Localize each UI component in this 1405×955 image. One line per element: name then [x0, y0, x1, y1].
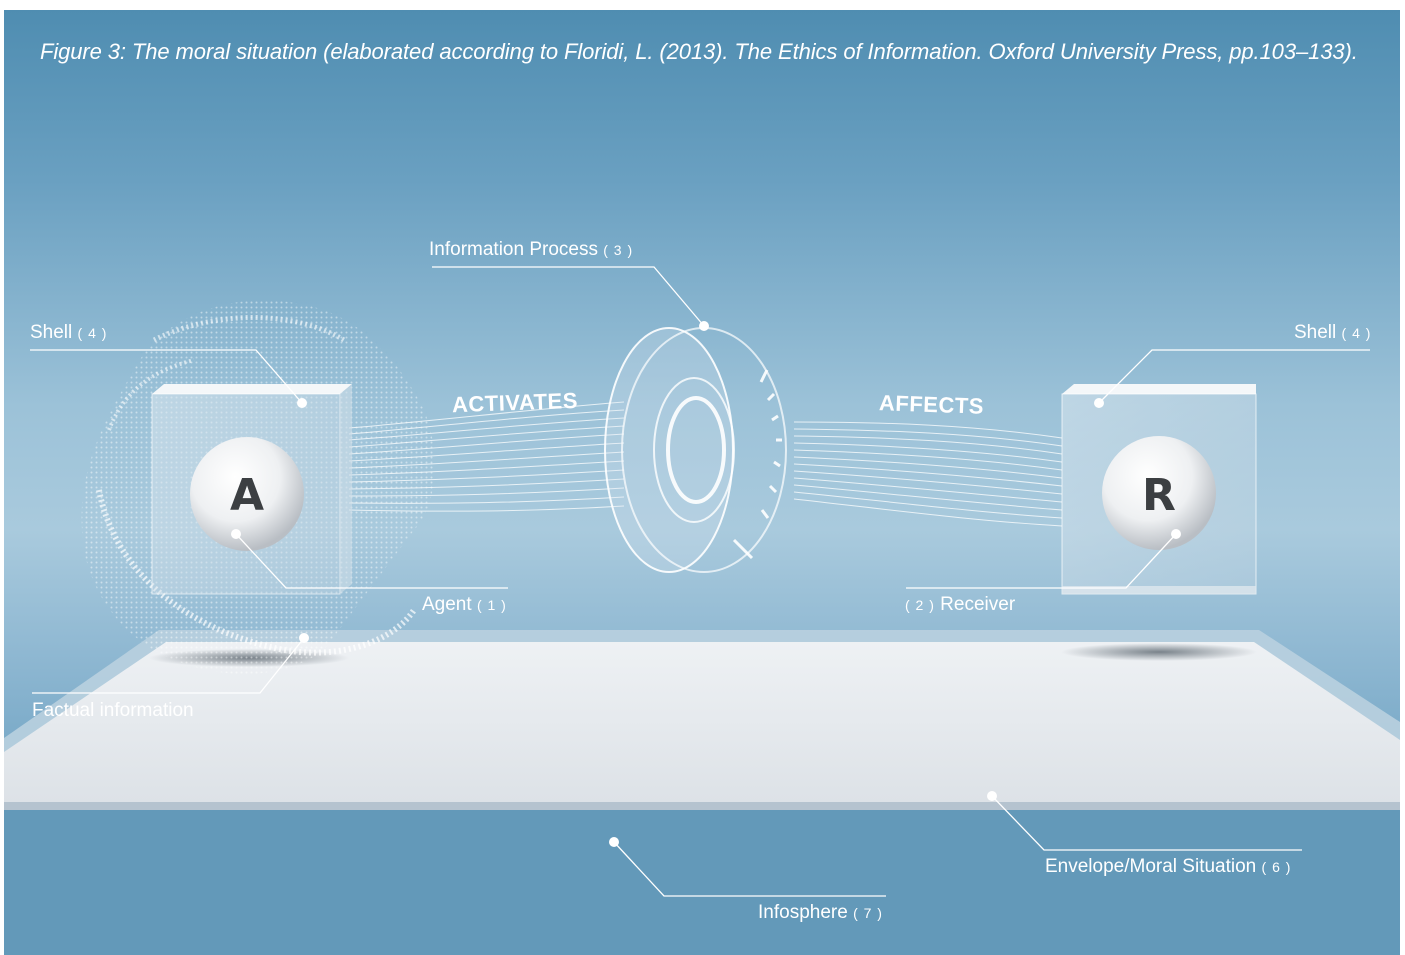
agent-sphere-letter: A — [230, 470, 264, 521]
information-process-label: Information Process ( 3 ) — [429, 239, 633, 261]
agent-sphere — [190, 437, 304, 551]
agent-text: Agent — [422, 594, 472, 615]
factual-information-label: Factual information — [32, 700, 194, 722]
figure-caption: Figure 3: The moral situation (elaborate… — [40, 39, 1358, 64]
affects-label: AFFECTS — [878, 390, 985, 419]
affects-flow-lines — [793, 421, 1063, 527]
leader-lines — [30, 266, 1370, 897]
shell-right-label: Shell ( 4 ) — [1294, 322, 1371, 344]
shell-left-text: Shell — [30, 322, 73, 343]
information-process-ring — [604, 327, 787, 573]
agent-number: ( 1 ) — [476, 597, 507, 613]
envelope-platform-front — [4, 802, 1400, 810]
agent-label: Agent ( 1 ) — [422, 594, 507, 616]
diagram-canvas: A R — [4, 10, 1400, 955]
infosphere-text: Infosphere — [758, 902, 848, 923]
information-process-text: Information Process — [429, 239, 598, 260]
receiver-number: ( 2 ) — [905, 597, 935, 613]
moral-situation-illustration: A R — [4, 266, 1400, 955]
envelope-platform — [4, 642, 1400, 802]
activates-label: ACTIVATES — [451, 387, 579, 418]
envelope-label: Envelope/Moral Situation ( 6 ) — [1045, 856, 1291, 878]
infosphere-number: ( 7 ) — [853, 905, 883, 921]
envelope-number: ( 6 ) — [1261, 859, 1292, 875]
receiver-text: Receiver — [940, 594, 1016, 615]
infosphere-band — [4, 806, 1400, 955]
shell-left-label: Shell ( 4 ) — [30, 322, 107, 344]
receiver-sphere — [1102, 436, 1216, 550]
leader-dots — [231, 321, 1181, 847]
envelope-text: Envelope/Moral Situation — [1045, 856, 1257, 877]
factual-information-text: Factual information — [32, 700, 194, 721]
shell-right-text: Shell — [1294, 322, 1337, 343]
receiver-shadow — [1061, 643, 1257, 661]
receiver-sphere-letter: R — [1142, 470, 1176, 521]
infosphere-label: Infosphere ( 7 ) — [758, 902, 883, 924]
shell-left-number: ( 4 ) — [77, 325, 108, 341]
information-process-number: ( 3 ) — [603, 242, 634, 258]
shell-right-number: ( 4 ) — [1341, 325, 1372, 341]
receiver-label: ( 2 ) Receiver — [905, 594, 1015, 616]
